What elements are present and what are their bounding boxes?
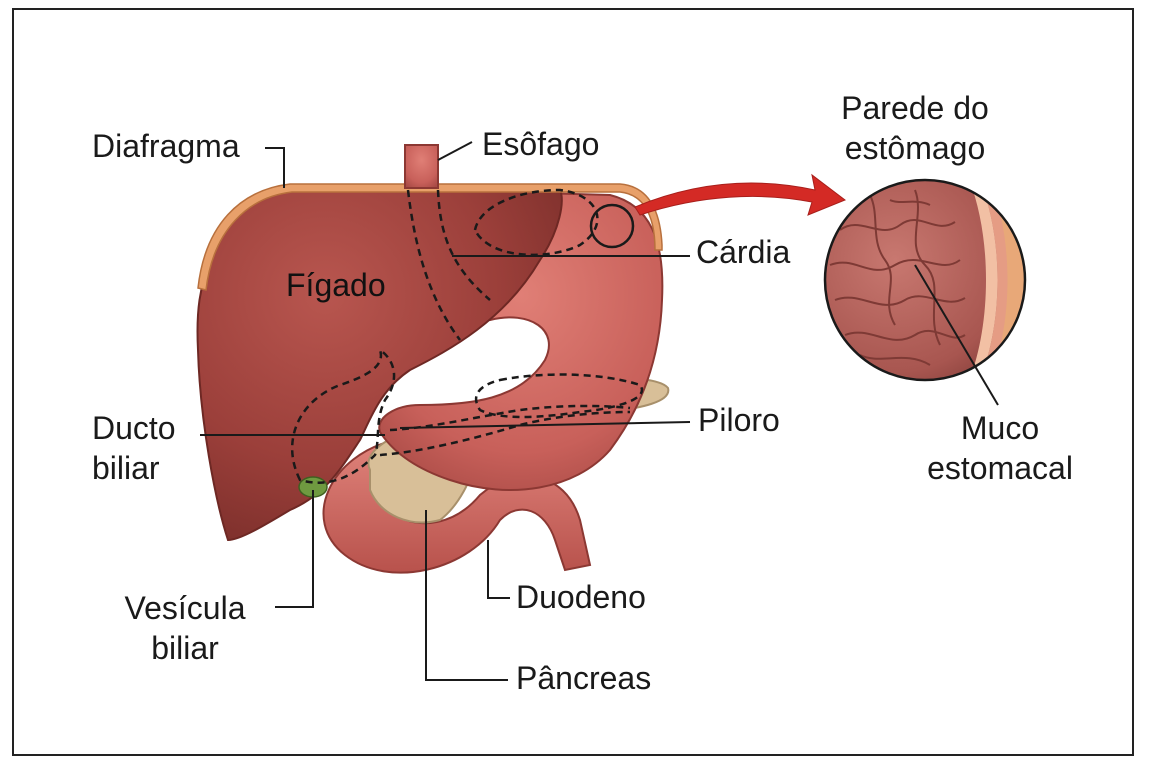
label-parede-do-estomago: Parede do estômago xyxy=(800,88,1030,168)
stomach-wall-zoom xyxy=(825,170,1030,390)
label-figado: Fígado xyxy=(286,265,386,305)
label-ducto-biliar: Ducto biliar xyxy=(92,408,176,488)
label-esofago: Esôfago xyxy=(482,124,599,164)
label-parede-line1: Parede do xyxy=(800,88,1030,128)
leader-esofago xyxy=(438,142,472,160)
leader-diafragma xyxy=(265,148,284,188)
label-vesicula-line2: biliar xyxy=(100,628,270,668)
label-vesicula-biliar: Vesícula biliar xyxy=(100,588,270,668)
label-muco-line2: estomacal xyxy=(895,448,1105,488)
label-piloro: Piloro xyxy=(698,400,780,440)
leader-duodeno xyxy=(488,540,510,598)
magnify-arrow xyxy=(635,175,845,215)
esophagus xyxy=(405,145,438,188)
label-ducto-line1: Ducto xyxy=(92,408,176,448)
label-pancreas: Pâncreas xyxy=(516,658,651,698)
label-muco-line1: Muco xyxy=(895,408,1105,448)
label-cardia: Cárdia xyxy=(696,232,790,272)
label-diafragma: Diafragma xyxy=(92,126,240,166)
label-parede-line2: estômago xyxy=(800,128,1030,168)
label-duodeno: Duodeno xyxy=(516,577,646,617)
label-ducto-line2: biliar xyxy=(92,448,176,488)
label-muco-estomacal: Muco estomacal xyxy=(895,408,1105,488)
label-vesicula-line1: Vesícula xyxy=(100,588,270,628)
